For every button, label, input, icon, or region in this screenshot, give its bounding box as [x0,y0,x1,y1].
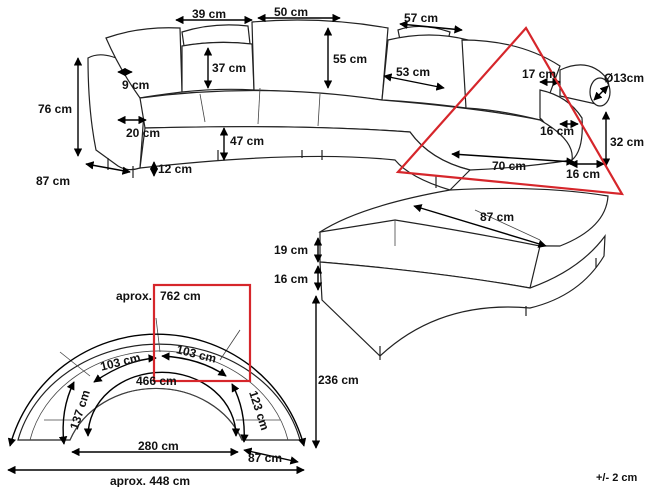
label-total-448: aprox. 448 cm [110,474,190,487]
label-seat-height: 47 cm [230,134,264,148]
label-arm-depth: 20 cm [126,126,160,140]
label-base-16: 16 cm [274,272,308,286]
label-bolster-diameter: Ø13cm [604,71,644,85]
label-height-76: 76 cm [38,102,72,116]
label-end-87: 87 cm [248,451,282,465]
label-leg-height: 12 cm [158,162,192,176]
highlight-triangle [395,26,625,196]
highlight-box [152,283,252,383]
label-cushion-53: 53 cm [396,65,430,79]
label-total-236: 236 cm [318,373,359,387]
label-arc-prefix: aprox. [116,289,152,303]
label-right-back-width: 57 cm [404,11,438,25]
label-back-height: 55 cm [333,52,367,66]
label-arm-width: 9 cm [122,78,149,92]
label-cushion-19: 19 cm [274,243,308,257]
label-bolster-16: 16 cm [540,124,574,138]
back-cushion-5 [461,39,561,121]
dimension-lines [7,13,611,475]
label-inner-280: 280 cm [138,439,179,453]
label-armrest-height: 37 cm [212,61,246,75]
label-arc-762: 762 cm [160,289,201,303]
label-side-32: 32 cm [610,135,644,149]
back-cushion-3 [251,19,389,101]
label-bolster-17: 17 cm [522,67,556,81]
label-side-16: 16 cm [566,167,600,181]
label-chaise-87: 87 cm [480,210,514,224]
chaise-base [319,234,606,357]
sofa-drawing [87,19,611,360]
label-depth-87-left: 87 cm [36,174,70,188]
label-back-seg-width: 39 cm [192,7,226,21]
label-inner-466: 466 cm [136,374,177,388]
label-seat-70: 70 cm [492,159,526,173]
label-tolerance: +/- 2 cm [596,472,637,484]
label-back-cushion-width: 50 cm [274,5,308,19]
